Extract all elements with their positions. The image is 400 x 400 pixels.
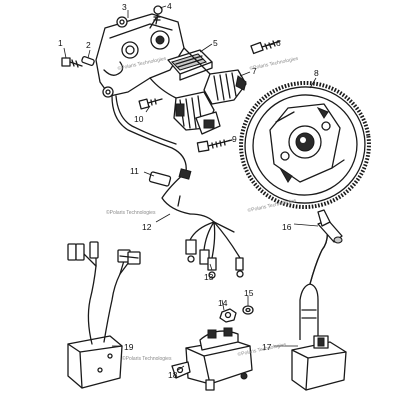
screw-10 <box>138 98 163 110</box>
lighting-coil-7 <box>203 69 247 105</box>
callout-12: 12 <box>142 222 152 232</box>
callout-13: 13 <box>204 272 214 282</box>
leader-lines <box>63 5 319 371</box>
callout-8: 8 <box>314 68 319 78</box>
callout-19: 19 <box>124 342 134 352</box>
stator-plate <box>95 13 185 98</box>
stator-arm <box>149 77 177 99</box>
ignition-coil-17 <box>291 283 347 391</box>
callout-5: 5 <box>213 38 218 48</box>
wire-harness <box>111 95 244 279</box>
callout-9: 9 <box>232 134 237 144</box>
clip-2 <box>81 56 95 66</box>
coil-lower <box>173 91 221 135</box>
starter-solenoid-18 <box>171 327 253 391</box>
screw-1 <box>61 57 83 68</box>
nut-14 <box>219 308 237 323</box>
callout-4: 4 <box>167 1 172 11</box>
stator-arm-upper <box>183 47 211 75</box>
bolt-9 <box>196 139 233 153</box>
callout-14: 14 <box>218 298 228 308</box>
watermark-5: ©Polaris Technologies <box>122 355 172 362</box>
washer-15 <box>242 305 254 315</box>
callout-11: 11 <box>130 166 139 176</box>
bolt-6 <box>250 40 281 55</box>
callout-16: 16 <box>282 222 292 232</box>
regulator-19 <box>67 241 141 389</box>
callout-18: 18 <box>168 370 178 380</box>
spark-plug-lead-16 <box>309 209 343 285</box>
callout-17: 17 <box>262 342 272 352</box>
watermark-3: ©Polaris Technologies <box>106 209 156 216</box>
callout-3: 3 <box>122 2 127 12</box>
exciter-coil-5 <box>167 49 213 81</box>
flywheel-8 <box>239 80 371 210</box>
callout-7: 7 <box>252 66 257 76</box>
callout-2: 2 <box>86 40 91 50</box>
callout-6: 6 <box>276 38 281 48</box>
callout-15: 15 <box>244 288 254 298</box>
callout-1: 1 <box>58 38 63 48</box>
watermark-2: ©Polaris Technologies <box>249 55 299 72</box>
callout-10: 10 <box>134 114 144 124</box>
